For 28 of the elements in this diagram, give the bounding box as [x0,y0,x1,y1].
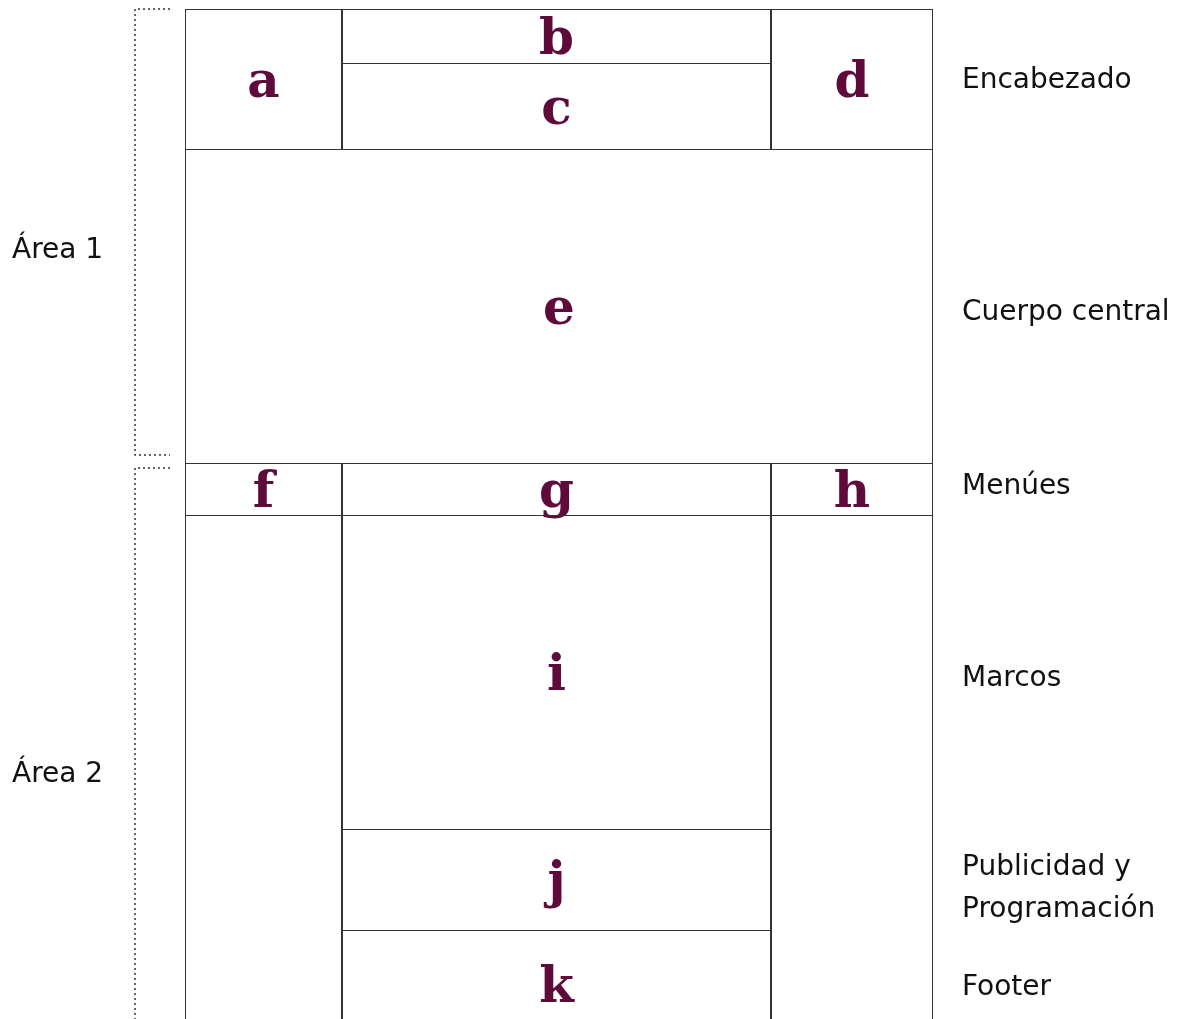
layout-cell [771,9,933,150]
layout-cell [185,9,342,150]
empty-cell [185,515,342,1019]
cell-letter: c [541,81,572,132]
section-label: Encabezado [962,61,1132,97]
layout-cell [342,829,771,931]
cell-letter: b [539,11,574,62]
cell-letter: f [252,464,275,515]
area-label: Área 2 [12,754,104,791]
layout-cell [342,63,771,150]
cell-letter: e [543,281,575,332]
layout-cell [185,463,342,516]
cell-letter: i [547,647,566,698]
section-label: Footer [962,968,1052,1004]
area-label: Área 1 [12,230,104,267]
section-label: Menúes [962,467,1071,503]
cell-letter: a [247,54,280,105]
cell-letter: k [539,960,574,1010]
cell-letter: d [834,54,870,105]
layout-cell [342,9,771,64]
empty-cell [771,515,933,1019]
section-label: Cuerpo central [962,293,1170,329]
layout-cell [342,930,771,1019]
section-label: Marcos [962,659,1062,695]
cell-letter: h [833,464,871,515]
section-label: Publicidad y Programación [962,848,1157,926]
layout-cell [771,463,933,516]
layout-cell [185,149,933,464]
